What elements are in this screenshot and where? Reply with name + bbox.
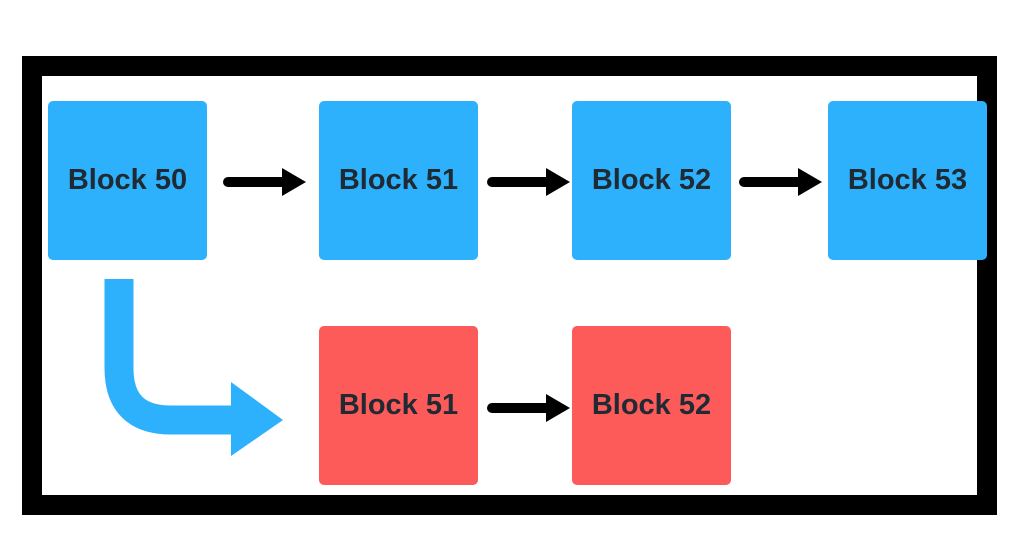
main-block-52-label: Block 52 [591,164,712,196]
main-block-50-label: Block 50 [67,164,188,196]
fork-block-52: Block 52 [572,326,731,485]
fork-block-51: Block 51 [319,326,478,485]
main-block-53-label: Block 53 [847,164,968,196]
main-block-50: Block 50 [48,101,207,260]
main-block-53: Block 53 [828,101,987,260]
fork-block-51-label: Block 51 [338,389,459,421]
main-block-51: Block 51 [319,101,478,260]
fork-block-52-label: Block 52 [591,389,712,421]
main-block-52: Block 52 [572,101,731,260]
main-block-51-label: Block 51 [338,164,459,196]
